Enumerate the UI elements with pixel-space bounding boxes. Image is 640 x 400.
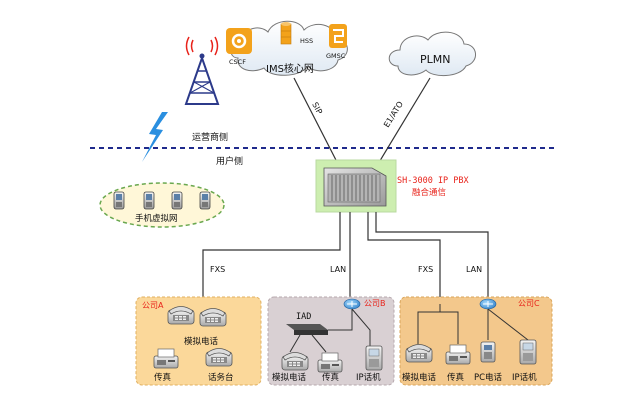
company-a-item-console: 话务台 (208, 372, 234, 383)
operator-side-label: 运营商侧 (192, 131, 228, 143)
gmsc-icon (329, 24, 347, 48)
company-c-item-pc-phone: PC电话 (474, 372, 503, 383)
router-icon (343, 298, 361, 310)
company-a-label: 公司A (142, 301, 164, 310)
iad-device-icon (286, 324, 328, 335)
gmsc-label: GMSC (326, 52, 346, 60)
company-c-item-fax: 传真 (447, 372, 465, 383)
operator-console-icon (205, 348, 233, 367)
company-b-panel: 公司B IAD 模拟电话 传真 IP话机 (267, 296, 395, 386)
mobile-phone-icon (199, 191, 211, 210)
company-c-label: 公司C (518, 299, 540, 308)
mobile-phone-icon (113, 191, 125, 210)
cscf-icon (226, 28, 252, 54)
company-a-panel: 公司A 模拟电话 传真 话务台 (135, 296, 262, 386)
company-a-item-fax: 传真 (154, 372, 172, 383)
analog-phone-icon (167, 306, 195, 325)
hss-label: HSS (300, 37, 313, 45)
lightning-icon (142, 112, 168, 162)
ip-phone-icon (365, 345, 383, 371)
antenna-tower-icon (184, 36, 220, 105)
lan-left-label: LAN (330, 265, 346, 274)
ip-pbx-device (315, 159, 397, 213)
mobile-phone-icon (171, 191, 183, 210)
mobile-vpn-label: 手机虚拟网 (135, 213, 178, 224)
analog-phone-icon (405, 344, 433, 363)
lan-right-label: LAN (466, 265, 482, 274)
company-b-item-fax: 传真 (322, 372, 340, 383)
company-b-label: 公司B (364, 299, 386, 308)
hss-database-icon (280, 22, 292, 45)
company-b-item-analog-phone: 模拟电话 (272, 372, 307, 383)
company-c-item-ip-phone: IP话机 (512, 372, 537, 383)
cscf-label: CSCF (229, 58, 246, 66)
mobile-vpn-group: 手机虚拟网 (99, 182, 225, 228)
pbx-subtitle-label: 融合通信 (412, 187, 447, 198)
company-a-item-analog-phone: 模拟电话 (184, 336, 219, 347)
iad-label: IAD (296, 312, 311, 322)
company-c-panel: 公司C 模拟电话 传真 PC电话 IP话机 (399, 296, 553, 386)
mobile-phone-icon (143, 191, 155, 210)
company-b-item-ip-phone: IP话机 (356, 372, 381, 383)
pc-phone-icon (480, 341, 496, 363)
fxs-left-label: FXS (210, 265, 225, 274)
plmn-cloud: PLMN (388, 31, 476, 76)
fxs-right-label: FXS (418, 265, 433, 274)
ims-core-cloud: CSCF HSS GMSC IMS核心网 (226, 20, 348, 76)
ip-phone-icon (519, 339, 537, 365)
plmn-label: PLMN (420, 53, 450, 66)
analog-phone-icon (199, 308, 227, 327)
pbx-model-label: SH-3000 IP PBX (397, 176, 470, 186)
user-side-label: 用户侧 (216, 155, 243, 167)
company-c-item-analog-phone: 模拟电话 (402, 372, 437, 383)
router-icon (479, 298, 497, 310)
ims-core-label: IMS核心网 (266, 62, 314, 75)
analog-phone-icon (281, 352, 309, 371)
